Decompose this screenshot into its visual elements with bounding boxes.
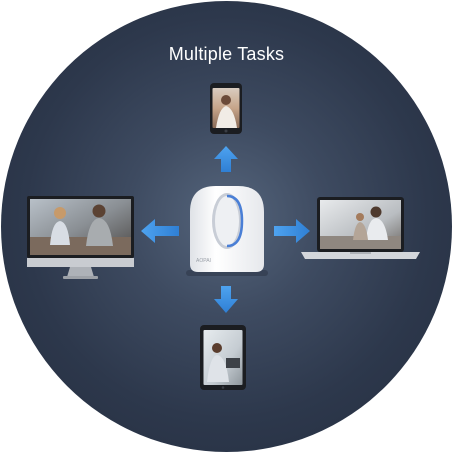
arrow-left-icon [141,219,179,243]
arrow-up-icon [214,146,238,172]
smartphone-icon [210,83,242,134]
router-icon: AOPAI [186,186,268,276]
arrow-right-icon [274,219,310,243]
desktop-monitor-icon [27,196,134,279]
router-brand-mark: AOPAI [196,258,211,264]
diagram-title: Multiple Tasks [168,44,285,64]
tablet-icon [200,325,246,390]
arrow-down-icon [214,286,238,313]
laptop-icon [301,197,420,259]
